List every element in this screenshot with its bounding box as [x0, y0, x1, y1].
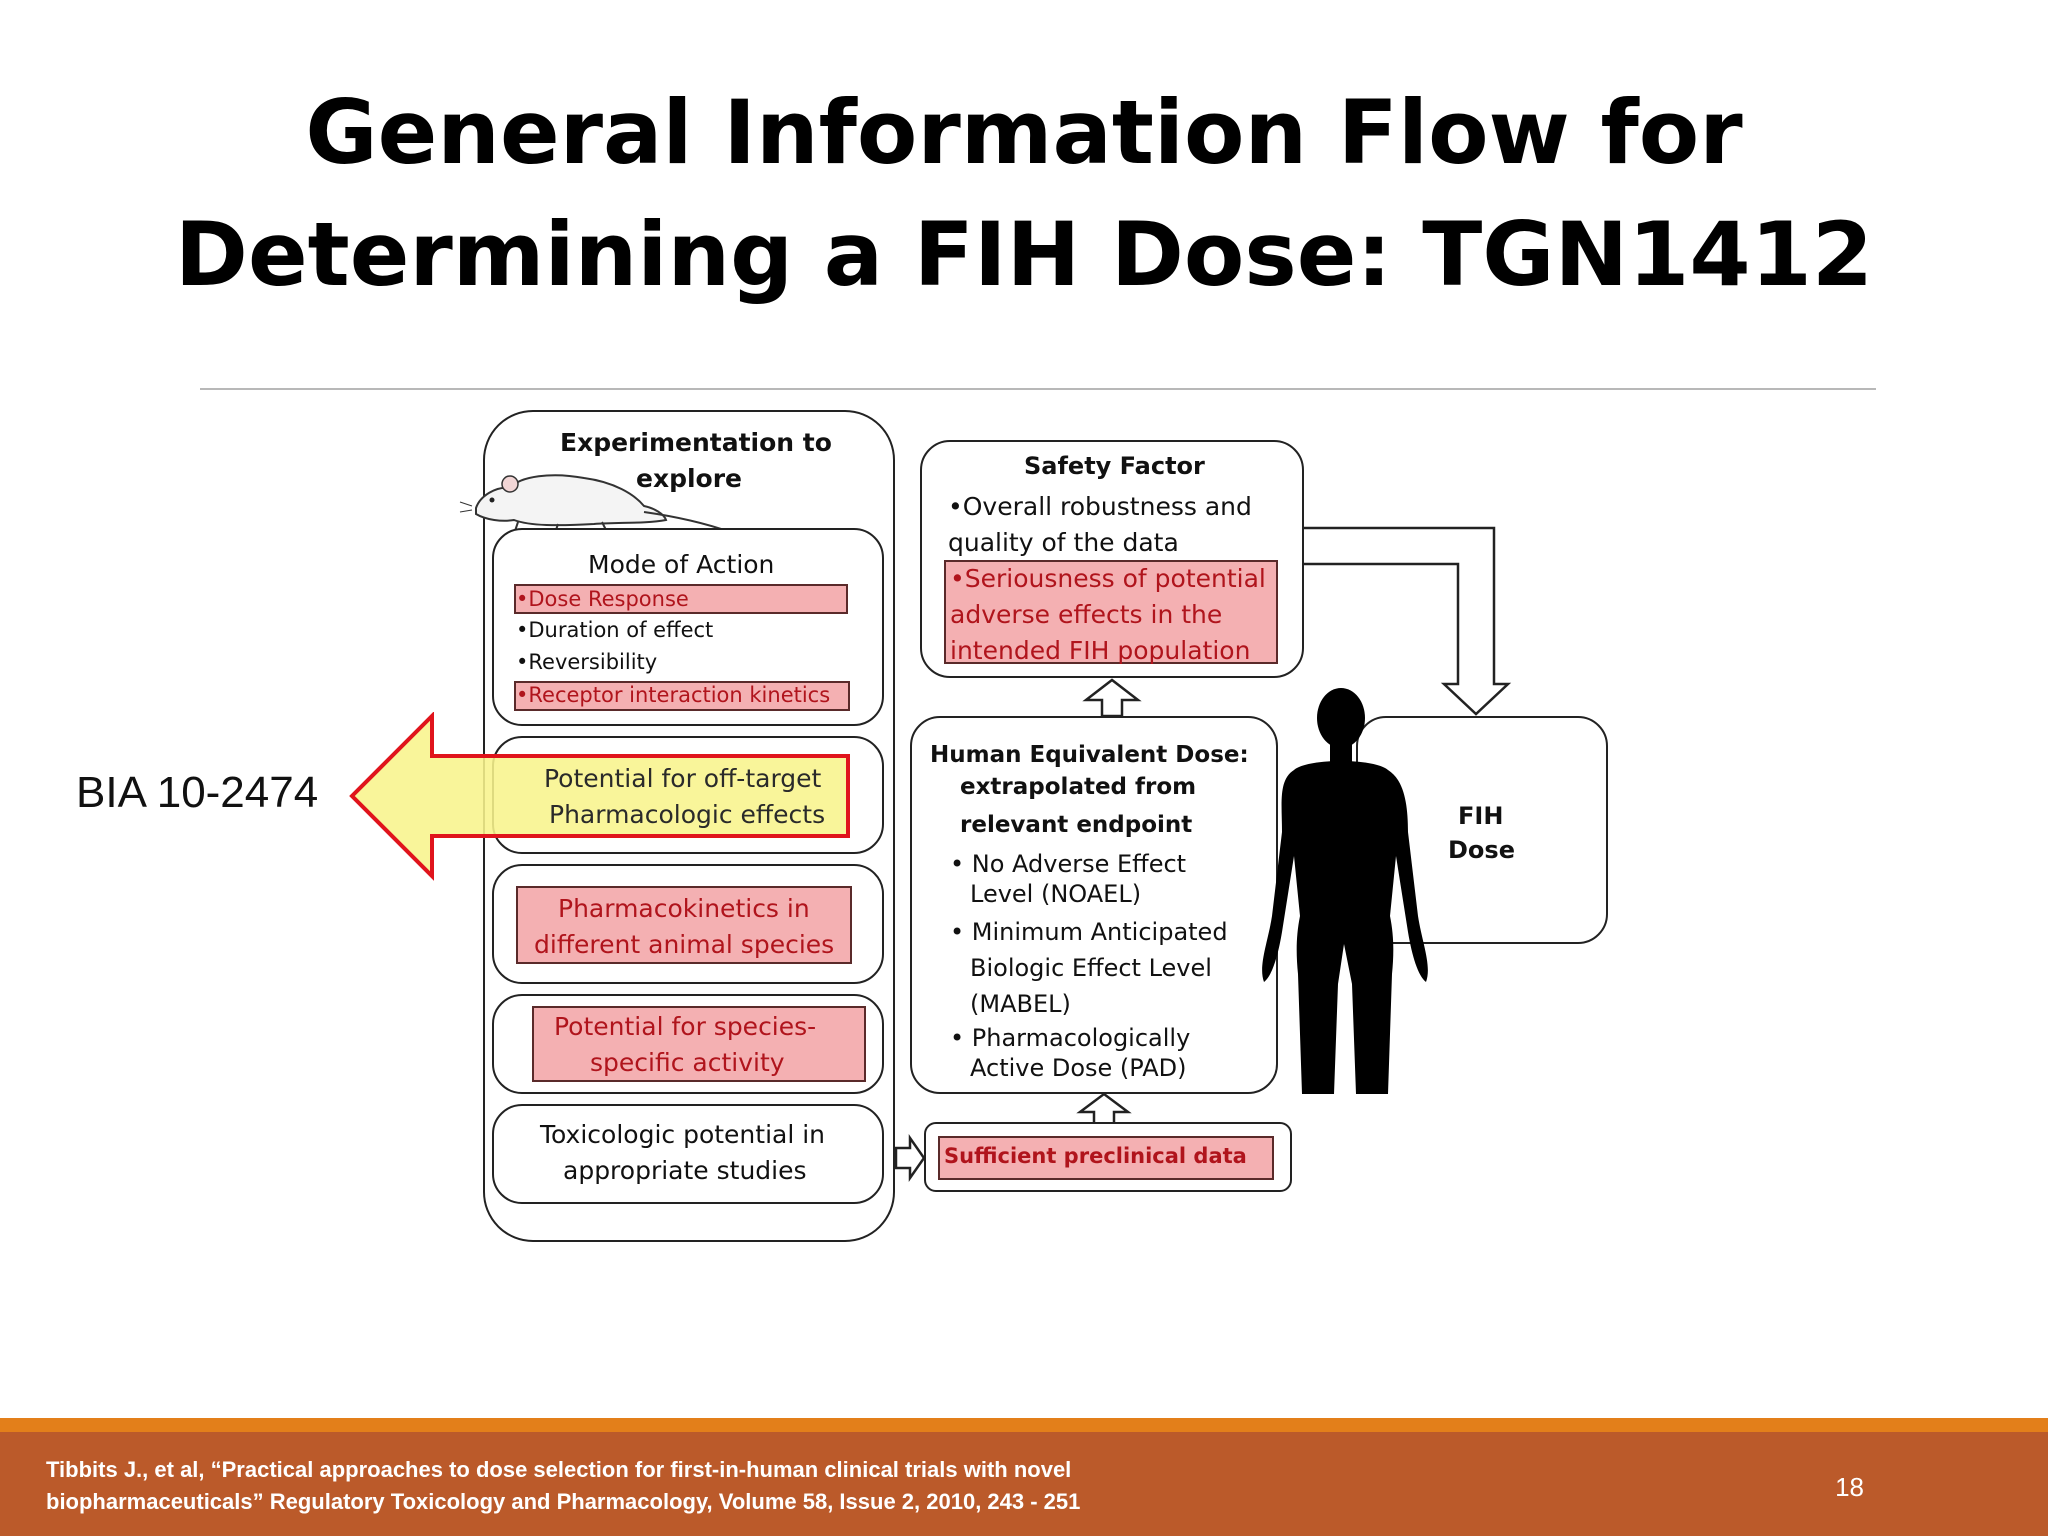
citation: Tibbits J., et al, “Practical approaches…: [46, 1454, 1080, 1518]
safety-to-fih-arrow: [1304, 526, 1512, 716]
safety-factor-line-1: •Overall robustness and: [948, 492, 1252, 521]
safety-factor-line-2: quality of the data: [948, 528, 1179, 557]
hed-line-1: Human Equivalent Dose:: [930, 742, 1249, 768]
hed-bullet-2-line-1: • Minimum Anticipated: [950, 918, 1228, 946]
experimentation-heading-1: Experimentation to: [560, 428, 832, 457]
pharmacokinetics-highlight: [516, 886, 852, 964]
mode-item-receptor: •Receptor interaction kinetics: [516, 683, 831, 707]
toxicology-line-1: Toxicologic potential in: [540, 1120, 826, 1149]
species-line-1: Potential for species-: [554, 1012, 817, 1041]
title-line-2: Determining a FIH Dose: TGN1412: [174, 203, 1874, 306]
mode-of-action-heading: Mode of Action: [588, 550, 775, 579]
sufficient-data-highlight: [938, 1136, 1274, 1180]
fih-line-2: Dose: [1448, 836, 1515, 864]
mode-item-duration: •Duration of effect: [516, 618, 714, 642]
toxicology-box: [492, 1104, 884, 1204]
mode-item-dose-response: •Dose Response: [516, 587, 689, 611]
footer-bar: Tibbits J., et al, “Practical approaches…: [0, 1432, 2048, 1536]
footer-stripe: [0, 1418, 2048, 1432]
hed-bullet-3-line-1: • Pharmacologically: [950, 1024, 1191, 1052]
hed-bullet-3-line-2: Active Dose (PAD): [970, 1054, 1187, 1082]
sufficient-data-label: Sufficient preclinical data: [944, 1144, 1247, 1168]
experimentation-heading-2: explore: [636, 464, 743, 493]
citation-line-2: biopharmaceuticals” Regulatory Toxicolog…: [46, 1489, 1081, 1514]
safety-hl-line-1: •Seriousness of potential: [950, 564, 1266, 593]
citation-line-1: Tibbits J., et al, “Practical approaches…: [46, 1457, 1072, 1482]
hed-box: [910, 716, 1278, 1094]
tox-to-data-arrow: [894, 1134, 926, 1182]
title-line-1: General Information Flow for: [305, 81, 1743, 184]
off-target-line-1: Potential for off-target: [544, 764, 822, 793]
fih-line-1: FIH: [1458, 802, 1504, 830]
seriousness-highlight: [944, 560, 1278, 664]
species-line-2: specific activity: [590, 1048, 785, 1077]
human-silhouette-icon: [1262, 688, 1428, 1094]
pharmacokinetics-line-2: different animal species: [534, 930, 835, 959]
hed-bullet-1-line-2: Level (NOAEL): [970, 880, 1142, 908]
receptor-highlight: [514, 681, 850, 711]
species-highlight: [532, 1006, 866, 1082]
safety-hl-line-2: adverse effects in the: [950, 600, 1223, 629]
safety-factor-heading: Safety Factor: [1024, 452, 1205, 480]
slide-title: General Information Flow for Determining…: [0, 72, 2048, 316]
page-number: 18: [1835, 1472, 1864, 1502]
side-label: BIA 10-2474: [76, 768, 319, 817]
mode-item-reversibility: •Reversibility: [516, 650, 658, 674]
hed-to-safety-arrow: [1082, 678, 1142, 718]
hed-line-3: relevant endpoint: [960, 812, 1193, 838]
toxicology-line-2: appropriate studies: [563, 1156, 807, 1185]
safety-hl-line-3: intended FIH population: [950, 636, 1251, 665]
title-divider: [200, 388, 1876, 390]
dose-response-highlight: [514, 584, 848, 614]
hed-bullet-2-line-3: (MABEL): [970, 990, 1071, 1018]
off-target-line-2: Pharmacologic effects: [549, 800, 826, 829]
hed-line-2: extrapolated from: [960, 774, 1197, 800]
hed-bullet-2-line-2: Biologic Effect Level: [970, 954, 1212, 982]
pharmacokinetics-line-1: Pharmacokinetics in: [558, 894, 810, 923]
yellow-left-arrow-icon: [349, 712, 850, 881]
hed-bullet-1-line-1: • No Adverse Effect: [950, 850, 1187, 878]
